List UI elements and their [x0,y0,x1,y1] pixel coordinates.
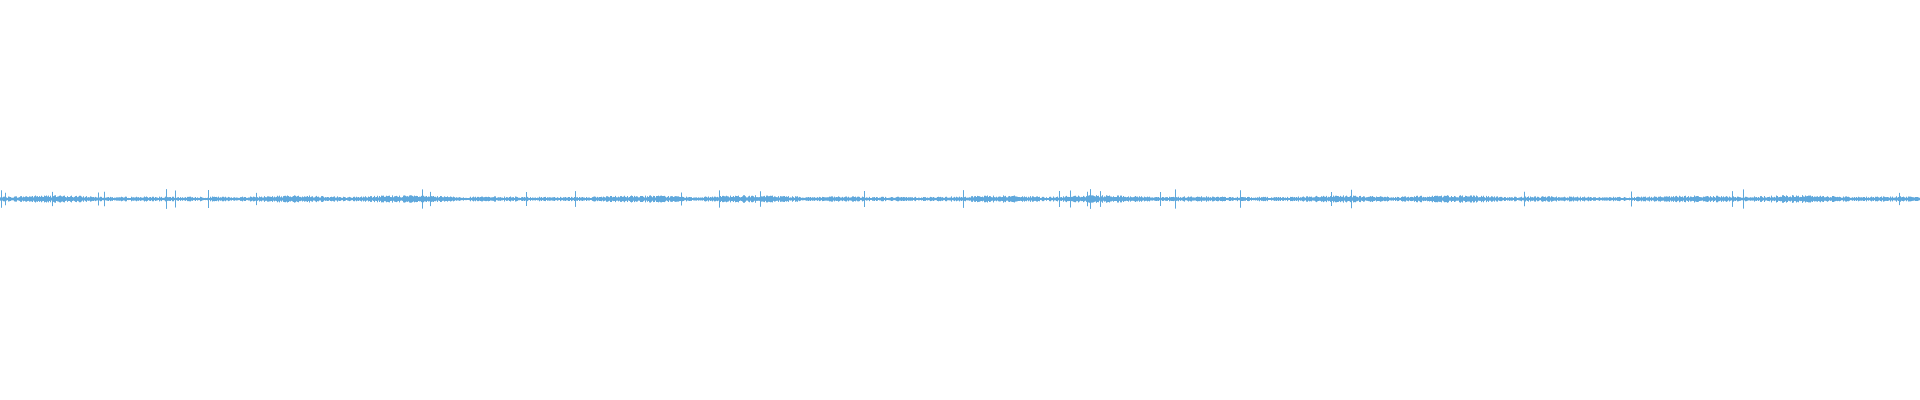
waveform-trace [0,189,1920,209]
